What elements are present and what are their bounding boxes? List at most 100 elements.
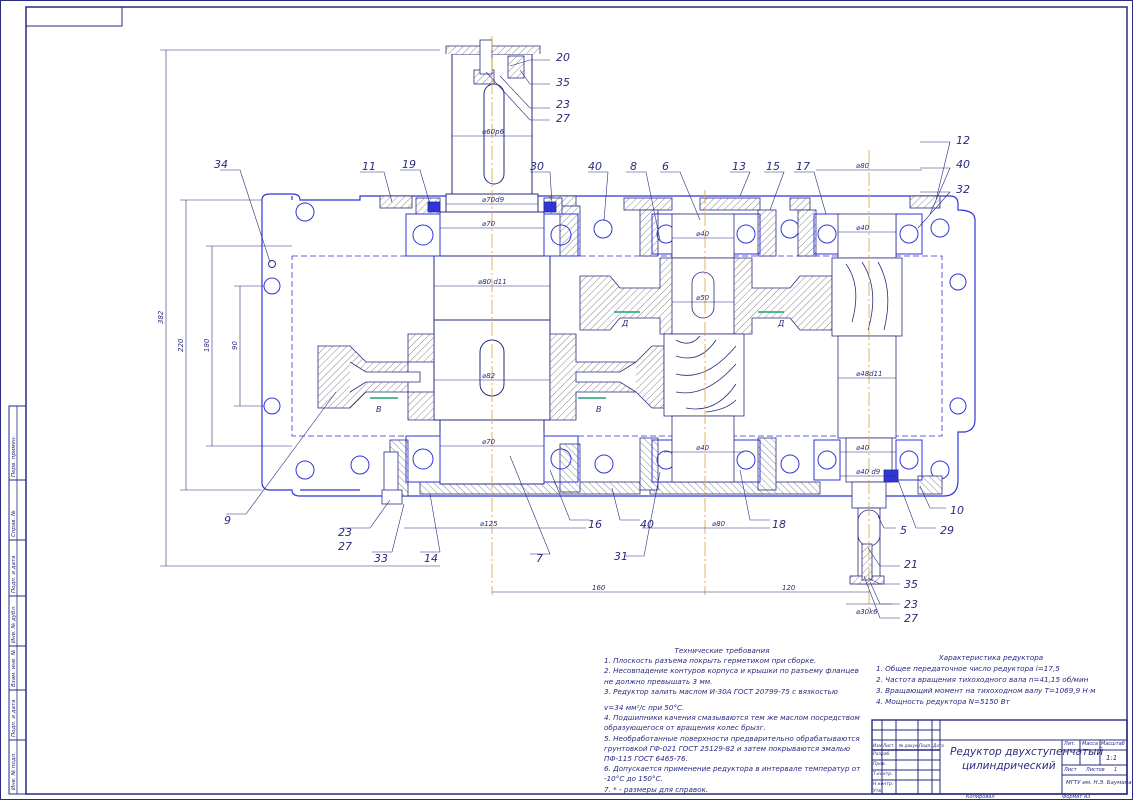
tech-req-line: 4. Подшипники качения смазываются тем же…	[604, 713, 860, 723]
callout-21: 21	[904, 558, 918, 571]
title-sheets: Листов	[1086, 767, 1105, 773]
dim-label: ⌀80 d11	[478, 278, 507, 286]
tech-req-line: образующегося от вращения колес брызг.	[604, 723, 766, 733]
dim-label: 120	[782, 584, 796, 592]
callout-40: 40	[956, 158, 970, 171]
section-marks	[370, 311, 784, 399]
side-label: Перв. примен.	[11, 435, 17, 477]
title-role: Н.контр.	[873, 782, 894, 787]
callout-18: 18	[772, 518, 786, 531]
callout-leaders	[220, 59, 951, 619]
dim-label: 220	[177, 338, 185, 352]
title-role: Разраб.	[873, 752, 891, 757]
title-sheets-count: 1	[1114, 767, 1118, 773]
tech-req-title: Технические требования	[674, 646, 770, 655]
title-organization: МГТУ им. Н.Э. Баумана	[1066, 780, 1132, 786]
title-col-lit: Лит.	[1064, 741, 1076, 747]
dowel-pin-hole	[268, 260, 276, 268]
copied-by-label: Копировал	[966, 794, 995, 800]
title-row-label: Подп.	[919, 743, 932, 748]
characteristics-title: Характеристика редуктора	[938, 653, 1044, 662]
callout-31: 31	[614, 550, 628, 563]
dim-label: ⌀30k6	[856, 608, 878, 616]
callout-20: 20	[556, 51, 570, 64]
title-scale: 1:1	[1106, 754, 1118, 762]
side-label: Подп. и дата	[11, 699, 17, 737]
tech-req-line: 7. * - размеры для справок.	[604, 784, 709, 794]
tech-req-line: 3. Редуктор залить маслом И-30А ГОСТ 207…	[604, 686, 838, 696]
drawing-title-line2: цилиндрический	[962, 760, 1056, 772]
dim-label: ⌀70	[482, 438, 496, 446]
callout-23: 23	[338, 526, 352, 539]
dim-label: 160	[592, 584, 606, 592]
callout-6: 6	[662, 160, 669, 173]
callout-16: 16	[588, 518, 602, 531]
technical-requirements: Технические требования 1. Плоскость разъ…	[604, 646, 861, 795]
callout-12: 12	[956, 134, 970, 147]
section-letter-d: Д	[777, 319, 784, 328]
sheet-side-labels: Инв. № подл. Подп. и дата Взам. инв. № И…	[11, 435, 17, 790]
callout-29: 29	[940, 524, 954, 537]
tech-req-line: 5. Необработанные поверхности предварите…	[604, 733, 860, 743]
tech-req-line: ПФ-115 ГОСТ 6465-76.	[604, 754, 688, 764]
callout-27: 27	[556, 112, 570, 125]
callout-32: 32	[956, 183, 970, 196]
callout-8: 8	[630, 160, 637, 173]
callout-9: 9	[224, 514, 231, 527]
dim-label: ⌀40	[856, 224, 870, 232]
tech-req-line: не должно превышать 3 мм.	[604, 676, 713, 686]
section-letter-b: В	[376, 405, 382, 414]
title-role: Утв.	[873, 789, 883, 794]
part-callouts: 20 35 23 27 12 40 32 34 11 19 30 40 8 6 …	[214, 51, 970, 625]
dim-label: ⌀40 d9	[856, 468, 881, 476]
dim-label: 382	[157, 310, 165, 324]
dim-label: ⌀80	[856, 162, 870, 170]
characteristics-line: 1. Общее передаточное число редуктора i=…	[876, 664, 1060, 673]
tech-req-line: грунтовкой ГФ-021 ГОСТ 25129-82 и затем …	[604, 743, 851, 753]
callout-27: 27	[904, 612, 918, 625]
callout-15: 15	[766, 160, 780, 173]
reducer-characteristics: Характеристика редуктора 1. Общее переда…	[876, 652, 1106, 707]
title-col-mass: Масса	[1082, 741, 1098, 747]
flange-bolt-holes	[263, 202, 967, 480]
callout-10: 10	[950, 504, 964, 517]
tech-req-line: 2. Несовпадение контуров корпуса и крышк…	[604, 666, 859, 676]
callout-5: 5	[900, 524, 907, 537]
callout-17: 17	[796, 160, 810, 173]
title-role: Пров.	[873, 762, 887, 767]
callout-40: 40	[588, 160, 602, 173]
section-letters: В В Д Д	[376, 319, 784, 414]
callout-19: 19	[402, 158, 416, 171]
housing-inner-cavity	[291, 255, 943, 437]
callout-33: 33	[374, 552, 388, 565]
callout-23: 23	[556, 98, 570, 111]
intermediate-gear	[579, 213, 833, 483]
callout-11: 11	[362, 160, 376, 173]
title-role: Т.контр.	[873, 772, 893, 777]
housing-flange	[261, 193, 976, 497]
tech-req-line: v=34 мм²/с при 50°С.	[604, 703, 685, 713]
housing-walls-section	[379, 195, 943, 497]
callout-35: 35	[904, 578, 918, 591]
dim-label: 180	[203, 338, 211, 352]
dim-label: ⌀40	[696, 444, 710, 452]
callout-30: 30	[530, 160, 544, 173]
title-row-label: Лист	[883, 743, 894, 748]
callout-23: 23	[904, 598, 918, 611]
dim-label: ⌀82	[482, 372, 496, 380]
output-shaft	[831, 213, 903, 585]
title-row-label: Дата	[933, 743, 944, 748]
section-letter-b: В	[596, 405, 602, 414]
dim-label: ⌀125	[480, 520, 498, 528]
section-letter-d: Д	[621, 319, 628, 328]
tech-req-line: 6. Допускается применение редуктора в ин…	[604, 764, 861, 774]
dim-label: ⌀50	[696, 294, 710, 302]
title-row-label: № докум.	[899, 743, 920, 748]
callout-7: 7	[536, 552, 543, 565]
side-label: Взам. инв. №	[11, 649, 17, 687]
dim-label: 90	[231, 341, 239, 350]
side-label: Инв. № дубл.	[11, 605, 17, 643]
dim-label: ⌀70	[482, 220, 496, 228]
callout-27: 27	[338, 540, 352, 553]
